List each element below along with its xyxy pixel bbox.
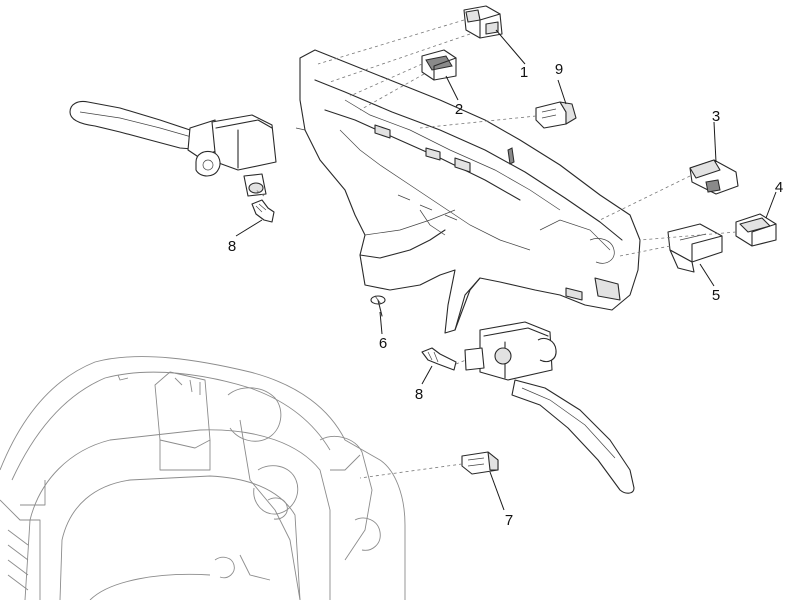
part-8-bleed-valve-right	[421, 347, 457, 371]
part-5-switch-module	[667, 223, 723, 273]
right-brake-lever-assembly	[464, 321, 635, 494]
callout-leader-lines	[235, 29, 777, 511]
front-body-panel	[0, 356, 406, 600]
left-brake-lever-assembly	[69, 100, 277, 197]
callout-3: 3	[712, 108, 720, 125]
part-9-connector	[535, 101, 577, 129]
part-6-screw	[370, 295, 386, 317]
callout-1: 1	[520, 64, 528, 81]
callout-7: 7	[505, 512, 513, 529]
callout-labels: 1 2 3 4 5 6 7 8 8 9	[228, 61, 783, 529]
part-1-switch	[463, 5, 503, 39]
callout-4: 4	[775, 179, 783, 196]
callout-8-left: 8	[228, 238, 236, 255]
part-4-switch	[735, 213, 777, 247]
part-2-switch	[421, 49, 457, 81]
callout-2: 2	[455, 101, 463, 118]
callout-9: 9	[555, 61, 563, 78]
part-3-switch	[689, 159, 739, 195]
assembly-dashed-lines	[255, 19, 737, 479]
part-8-bleed-valve-left	[251, 199, 275, 223]
callout-8-right: 8	[415, 386, 423, 403]
callout-6: 6	[379, 335, 387, 352]
handlebar-rear-cover	[295, 49, 641, 334]
callout-5: 5	[712, 287, 720, 304]
part-7-socket	[461, 451, 499, 475]
